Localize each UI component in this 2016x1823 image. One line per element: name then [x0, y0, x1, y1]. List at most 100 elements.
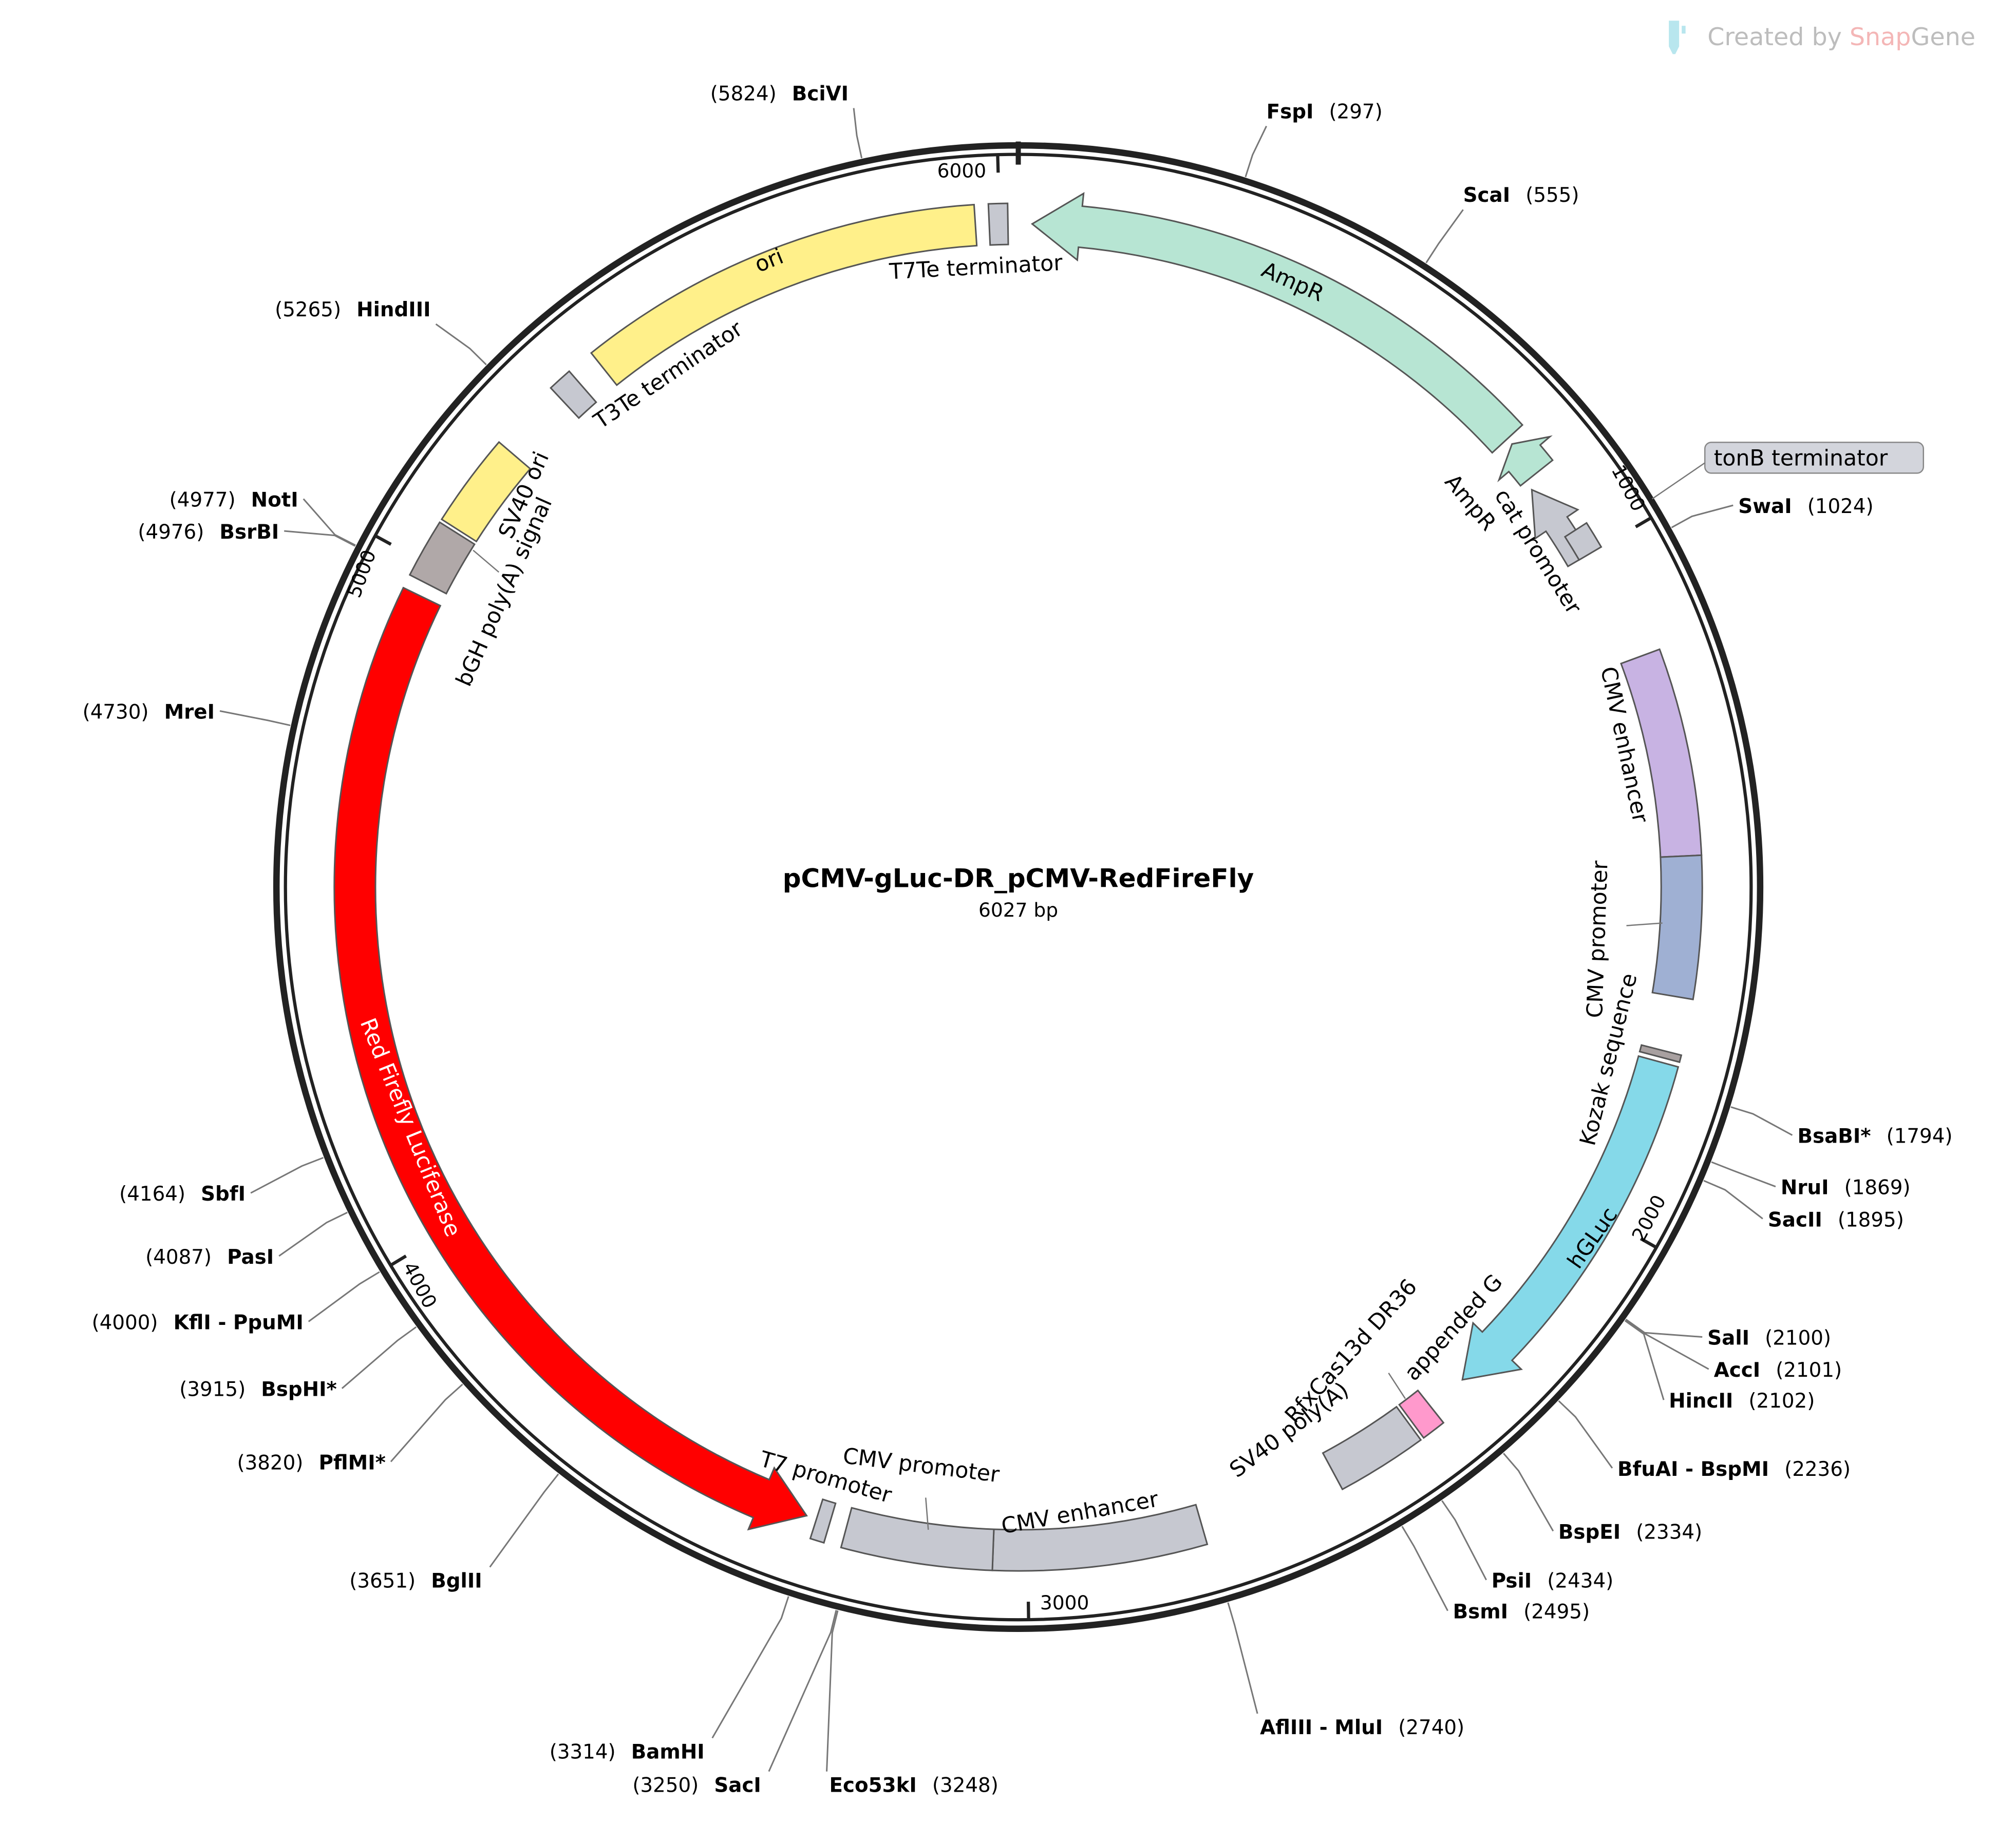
enzyme-label[interactable]: (5824)BciVI	[710, 82, 849, 105]
feature-ori[interactable]	[590, 203, 978, 387]
enzyme-site-psii[interactable]: PsiI(2434)	[1441, 1500, 1614, 1593]
enzyme-label[interactable]: AccI(2101)	[1714, 1359, 1842, 1382]
feature-bgh-poly-a-signal[interactable]	[408, 521, 476, 595]
enzyme-site-bglii[interactable]: (3651)BglII	[349, 1473, 559, 1593]
enzyme-label[interactable]: SalI(2100)	[1707, 1327, 1831, 1350]
enzyme-site-noti[interactable]: (4977)NotI	[169, 488, 356, 546]
enzyme-label[interactable]: PsiI(2434)	[1492, 1570, 1614, 1593]
enzyme-label[interactable]: NruI(1869)	[1781, 1176, 1911, 1200]
enzyme-name: NruI	[1781, 1176, 1829, 1200]
enzyme-leader-line	[435, 323, 487, 366]
enzyme-label[interactable]: (5265)HindIII	[275, 298, 430, 321]
feature-hgluc[interactable]	[1461, 1055, 1680, 1381]
feature-t7te-terminator[interactable]	[987, 202, 1009, 246]
feature-t7-promoter[interactable]	[809, 1498, 837, 1544]
enzyme-label[interactable]: AflIII - MluI(2740)	[1260, 1716, 1464, 1739]
enzyme-leader-line	[1425, 209, 1464, 263]
enzyme-leader-line	[219, 710, 291, 727]
label-red-firefly-luciferase[interactable]: Red Firefly Luciferase	[355, 1015, 466, 1240]
enzyme-label[interactable]: (3915)BspHI*	[179, 1378, 337, 1401]
enzyme-label[interactable]: (4087)PasI	[145, 1246, 274, 1269]
enzyme-label[interactable]: (4164)SbfI	[119, 1183, 246, 1206]
feature-t3te-terminator[interactable]	[549, 370, 597, 420]
feature-kozak-sequence[interactable]	[1638, 1044, 1683, 1064]
enzyme-label[interactable]: (4977)NotI	[169, 488, 298, 511]
enzyme-site-acci[interactable]: AccI(2101)	[1625, 1319, 1842, 1382]
enzyme-leader-line	[1624, 1320, 1665, 1400]
enzyme-site-afliii-mlui[interactable]: AflIII - MluI(2740)	[1227, 1602, 1464, 1739]
enzyme-name: BglII	[431, 1570, 482, 1593]
enzyme-label[interactable]: (3314)BamHI	[550, 1741, 705, 1764]
enzyme-name: BsaBI*	[1797, 1125, 1871, 1148]
enzyme-position: (1794)	[1887, 1125, 1953, 1148]
plasmid-name: pCMV-gLuc-DR_pCMV-RedFireFly	[783, 863, 1254, 893]
feature-ampr-promoter[interactable]	[1497, 435, 1554, 487]
enzyme-site-bsabi-[interactable]: BsaBI* (1794)	[1730, 1106, 1953, 1148]
enzyme-label[interactable]: (3250)SacI	[632, 1774, 761, 1797]
label-tonb-terminator[interactable]: tonB terminator	[1651, 442, 1925, 500]
enzyme-position: (2740)	[1398, 1716, 1464, 1739]
enzyme-site-scai[interactable]: ScaI(555)	[1425, 184, 1579, 263]
feature-sv40-poly-a-[interactable]	[1322, 1406, 1422, 1491]
enzyme-site-bsmi[interactable]: BsmI(2495)	[1401, 1526, 1590, 1624]
enzyme-label[interactable]: Eco53kI(3248)	[830, 1774, 998, 1797]
feature-tonb-terminator[interactable]	[1563, 522, 1603, 561]
enzyme-site-sali[interactable]: SalI(2100)	[1625, 1319, 1832, 1350]
enzyme-label[interactable]: FspI(297)	[1267, 101, 1383, 124]
feature-rfxcas13d-dr36-appended-g[interactable]	[1398, 1389, 1445, 1439]
feature-ampr[interactable]	[1030, 192, 1524, 454]
feature-cmv-promoter[interactable]	[1651, 854, 1703, 1000]
enzyme-site-sacii[interactable]: SacII(1895)	[1703, 1180, 1904, 1231]
cmv-promoter-leader	[1626, 922, 1663, 926]
enzyme-label[interactable]: BspEI(2334)	[1558, 1521, 1702, 1544]
enzyme-name: PsiI	[1492, 1570, 1532, 1593]
enzyme-site-bspei[interactable]: BspEI(2334)	[1503, 1453, 1702, 1544]
enzyme-site-bamhi[interactable]: (3314)BamHI	[550, 1596, 789, 1764]
enzyme-label[interactable]: (4730)MreI	[83, 701, 215, 724]
enzyme-site-swai[interactable]: SwaI(1024)	[1671, 495, 1874, 528]
label-cmv-promoter-1[interactable]: CMV promoter	[1582, 860, 1613, 1019]
enzyme-leader-line	[1730, 1106, 1793, 1136]
enzyme-site-sbfi[interactable]: (4164)SbfI	[119, 1156, 324, 1206]
enzyme-site-bsphi-[interactable]: (3915)BspHI*	[179, 1326, 417, 1401]
enzyme-label[interactable]: (3820)PflMI*	[237, 1451, 385, 1474]
enzyme-position: (2102)	[1748, 1390, 1815, 1413]
feature-cmv-promoter[interactable]	[840, 1507, 995, 1571]
enzyme-leader-line	[250, 1156, 324, 1194]
enzyme-site-mrei[interactable]: (4730)MreI	[83, 701, 291, 727]
enzyme-site-kfli-ppumi[interactable]: (4000)KflI - PpuMI	[92, 1271, 380, 1335]
enzyme-position: (3915)	[179, 1378, 246, 1401]
feature-red-firefly-luciferase[interactable]	[333, 586, 808, 1531]
enzyme-site-pflmi-[interactable]: (3820)PflMI*	[237, 1383, 463, 1475]
enzyme-label[interactable]: (4000)KflI - PpuMI	[92, 1312, 304, 1335]
enzyme-name: HincII	[1669, 1390, 1733, 1413]
enzyme-label[interactable]: SacII(1895)	[1768, 1208, 1904, 1231]
enzyme-site-saci[interactable]: (3250)SacI	[632, 1610, 837, 1797]
enzyme-leader-line	[308, 1271, 380, 1322]
feature-sv40-ori[interactable]	[440, 441, 532, 543]
label-t7te-terminator[interactable]: T7Te terminator	[888, 251, 1063, 285]
enzyme-label[interactable]: SwaI(1024)	[1738, 495, 1873, 518]
watermark-gene: Gene	[1911, 23, 1975, 51]
enzyme-site-bfuai-bspmi[interactable]: BfuAI - BspMI(2236)	[1558, 1400, 1851, 1481]
enzyme-position: (4730)	[83, 701, 149, 724]
enzyme-site-bsrbi[interactable]: (4976)BsrBI	[138, 521, 356, 547]
enzyme-site-nrui[interactable]: NruI(1869)	[1711, 1161, 1911, 1200]
enzyme-label[interactable]: BsmI(2495)	[1453, 1601, 1590, 1624]
enzyme-site-fspi[interactable]: FspI(297)	[1245, 101, 1383, 178]
enzyme-label[interactable]: BsaBI* (1794)	[1797, 1125, 1952, 1148]
enzyme-site-eco53ki[interactable]: Eco53kI(3248)	[826, 1610, 998, 1797]
enzyme-label[interactable]: BfuAI - BspMI(2236)	[1617, 1458, 1851, 1481]
enzyme-site-hincii[interactable]: HincII (2102)	[1624, 1320, 1815, 1413]
label-ampr-promoter[interactable]: AmpR	[1440, 470, 1501, 536]
enzyme-label[interactable]: HincII (2102)	[1669, 1390, 1815, 1413]
enzyme-label[interactable]: (3651)BglII	[349, 1570, 482, 1593]
enzyme-name: BamHI	[631, 1741, 705, 1764]
enzyme-site-pasi[interactable]: (4087)PasI	[145, 1211, 348, 1269]
enzyme-label[interactable]: ScaI(555)	[1463, 184, 1579, 207]
enzyme-label[interactable]: (4976)BsrBI	[138, 521, 279, 544]
enzyme-site-hindiii[interactable]: (5265)HindIII	[275, 298, 487, 366]
enzyme-site-bcivi[interactable]: (5824)BciVI	[710, 82, 863, 159]
